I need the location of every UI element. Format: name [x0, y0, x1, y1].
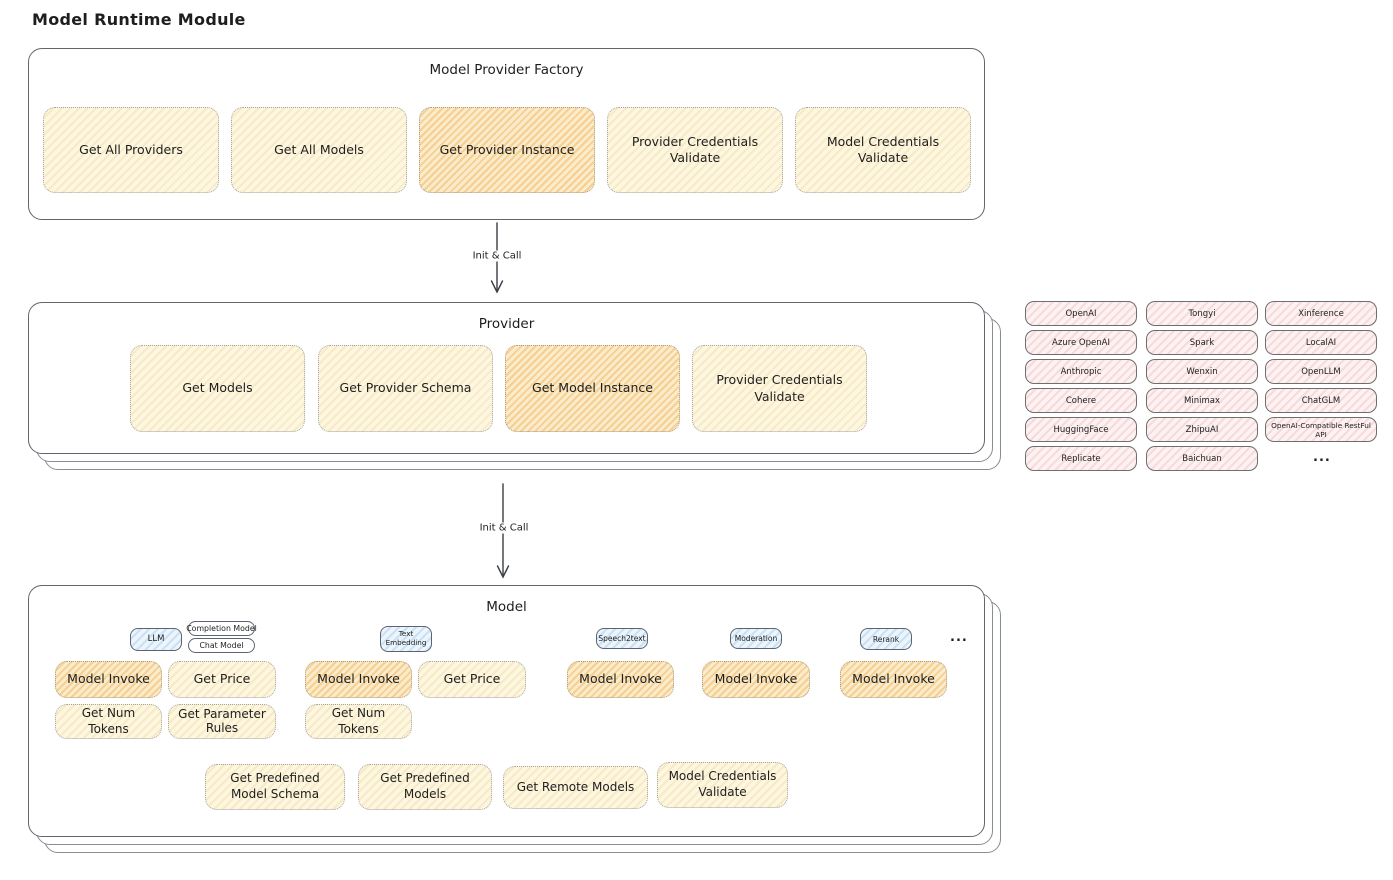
provider-chip-zhipuai: ZhipuAI: [1146, 417, 1258, 442]
model-box-get-predefined-model-schema: Get Predefined Model Schema: [205, 764, 345, 810]
provider-box-get-model-instance: Get Model Instance: [505, 345, 680, 432]
tab-moderation: Moderation: [730, 628, 782, 649]
provider-chip-wenxin: Wenxin: [1146, 359, 1258, 384]
model-box-embedding-get-price: Get Price: [418, 661, 526, 698]
factory-box-get-all-providers: Get All Providers: [43, 107, 219, 193]
provider-chip-chatglm: ChatGLM: [1265, 388, 1377, 413]
provider-chip-cohere: Cohere: [1025, 388, 1137, 413]
factory-box-model-credentials-validate: Model Credentials Validate: [795, 107, 971, 193]
model-box-embedding-model-invoke: Model Invoke: [305, 661, 412, 698]
provider-chip-minimax: Minimax: [1146, 388, 1258, 413]
provider-box-get-models: Get Models: [130, 345, 305, 432]
model-box-llm-get-price: Get Price: [168, 661, 276, 698]
provider-chip-tongyi: Tongyi: [1146, 301, 1258, 326]
model-box-model-credentials-validate: Model Credentials Validate: [657, 762, 788, 808]
provider-box-provider-credentials-validate: Provider Credentials Validate: [692, 345, 867, 432]
tab-chat-model: Chat Model: [188, 638, 255, 653]
provider-chip-xinference: Xinference: [1265, 301, 1377, 326]
model-box-get-parameter-rules: Get Parameter Rules: [168, 704, 276, 739]
provider-chip-huggingface: HuggingFace: [1025, 417, 1137, 442]
model-box-get-remote-models: Get Remote Models: [503, 766, 648, 809]
model-box-llm-get-num-tokens: Get Num Tokens: [55, 704, 162, 739]
arrow-label-init-call-2: Init & Call: [474, 522, 534, 534]
provider-box-get-provider-schema: Get Provider Schema: [318, 345, 493, 432]
model-tabs-more-ellipsis: ...: [950, 630, 968, 645]
tab-llm: LLM: [130, 628, 182, 651]
provider-chip-openai: OpenAI: [1025, 301, 1137, 326]
provider-chip-baichuan: Baichuan: [1146, 446, 1258, 471]
model-box-get-predefined-models: Get Predefined Models: [358, 764, 492, 810]
model-box-speech2text-model-invoke: Model Invoke: [567, 661, 674, 698]
provider-title: Provider: [478, 316, 535, 332]
provider-chip-localai: LocalAI: [1265, 330, 1377, 355]
arrow-label-init-call-1: Init & Call: [467, 250, 527, 262]
providers-more-ellipsis: ...: [1313, 450, 1331, 465]
arrowhead-provider-to-model: [496, 565, 510, 579]
arrowhead-factory-to-provider: [490, 280, 504, 294]
provider-chip-spark: Spark: [1146, 330, 1258, 355]
factory-box-provider-credentials-validate: Provider Credentials Validate: [607, 107, 783, 193]
factory-box-get-provider-instance: Get Provider Instance: [419, 107, 595, 193]
model-box-moderation-model-invoke: Model Invoke: [702, 661, 810, 698]
provider-chip-azure-openai: Azure OpenAI: [1025, 330, 1137, 355]
page-title: Model Runtime Module: [32, 10, 246, 29]
provider-chip-anthropic: Anthropic: [1025, 359, 1137, 384]
provider-chip-replicate: Replicate: [1025, 446, 1137, 471]
tab-speech2text: Speech2text: [596, 628, 648, 649]
provider-chip-openllm: OpenLLM: [1265, 359, 1377, 384]
model-title: Model: [486, 599, 527, 615]
model-box-rerank-model-invoke: Model Invoke: [840, 661, 947, 698]
factory-title: Model Provider Factory: [429, 62, 584, 78]
model-box-embedding-get-num-tokens: Get Num Tokens: [305, 704, 412, 739]
tab-completion-model: Completion Model: [186, 621, 257, 636]
provider-chip-openai-compatible: OpenAI-Compatible RestFul API: [1265, 417, 1377, 442]
tab-rerank: Rerank: [860, 628, 912, 650]
factory-box-get-all-models: Get All Models: [231, 107, 407, 193]
model-box-llm-model-invoke: Model Invoke: [55, 661, 162, 698]
tab-text-embedding: Text Embedding: [380, 626, 432, 652]
